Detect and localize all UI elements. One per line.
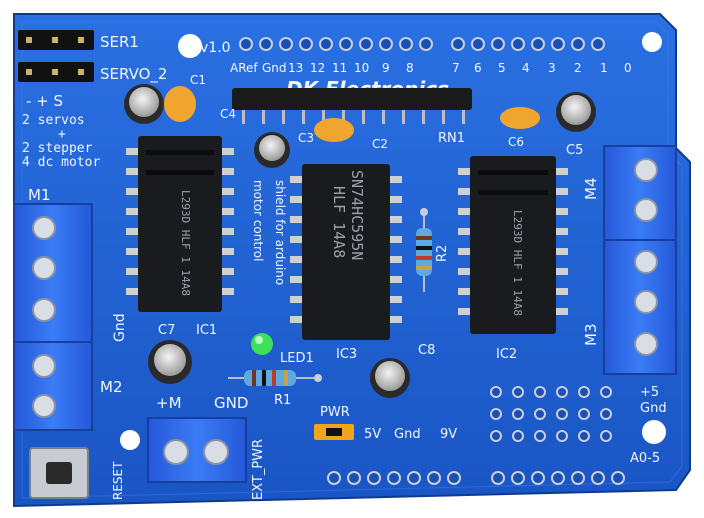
ic2-l293d: L293D HLF 1 14A8 [458,156,568,334]
plus-m-label: +M [156,394,182,412]
terminal-block-power[interactable] [147,417,247,483]
pin-label: 3 [548,61,556,75]
ic3-marking-line2: HLF 14A8 [330,186,348,258]
r2-label: R2 [435,245,450,262]
ceramic-capacitor [314,118,354,142]
electrolytic-capacitor [370,358,410,398]
gnd-terminal-label: GND [214,394,248,412]
analog-pad-grid[interactable] [490,386,612,442]
9v-label: 9V [440,427,457,442]
digital-header-pads[interactable] [239,37,605,51]
pin-label: 2 [574,61,582,75]
resistor-r1 [228,370,322,386]
tagline-shield-arduino: shield for arduino [273,180,287,285]
note-dc: 4 dc motor [22,155,100,170]
ic3-label: IC3 [336,347,357,362]
c7-label: C7 [158,323,175,338]
led1 [251,333,273,355]
ic3-marking-line1: SN74HC595N [348,170,366,260]
aref-label: ARef [230,61,258,75]
pwr-label: PWR [320,405,350,420]
r1-label: R1 [274,393,291,408]
pin-label: 4 [522,61,530,75]
gnd-top-label: Gnd [262,61,287,75]
pin-label: 11 [332,61,347,75]
electrolytic-capacitor [556,92,596,132]
m3-label: M3 [582,324,600,347]
reset-button[interactable] [29,447,89,499]
ic3-sn74hc595n: SN74HC595N HLF 14A8 [290,164,402,340]
c8-label: C8 [418,343,435,358]
terminal-block-m4-m3[interactable] [603,145,677,375]
servo-pin-label: - + S [26,92,63,110]
terminal-block-m1-m2[interactable] [13,203,93,431]
pin-label: 12 [310,61,325,75]
c5-label: C5 [566,143,583,158]
ext-pwr-label: EXT_PWR [251,439,266,500]
note-servos: 2 servos [22,113,85,128]
ic1-label: IC1 [196,323,217,338]
resistor-r2 [416,208,432,292]
5v-label: 5V [364,427,381,442]
pin-label: 10 [354,61,369,75]
c3-label: C3 [298,131,314,145]
pin-label: 8 [406,61,414,75]
power-jumper[interactable] [314,424,354,440]
gnd-left-label: Gnd [112,313,128,342]
pin-label: 7 [452,61,460,75]
resistor-network-rn1 [232,88,472,124]
m4-label: M4 [582,178,600,201]
tagline-motor-control: motor control [251,180,265,261]
c6-label: C6 [508,135,524,149]
mounting-hole [120,430,140,450]
analog-label: A0-5 [630,451,660,466]
ser1-label: SER1 [100,33,139,51]
gnd-analog-label: Gnd [640,401,667,416]
c4-label: C4 [220,107,236,121]
servo2-label: SERVO_2 [100,65,167,84]
mounting-hole [642,420,666,444]
bottom-header-pads[interactable] [327,471,625,485]
plus5-label: +5 [640,385,659,400]
pin-label: 13 [288,61,303,75]
rn1-label: RN1 [438,131,465,146]
mounting-hole [642,32,662,52]
electrolytic-capacitor [148,340,192,384]
pin-label: 0 [624,61,632,75]
servo-headers[interactable] [18,30,94,82]
ic1-marking: L293D HLF 1 14A8 [179,190,192,296]
ic2-label: IC2 [496,347,517,362]
m2-label: M2 [100,378,123,396]
mounting-hole [178,34,202,58]
pin-label: 6 [474,61,482,75]
c1-label: C1 [190,73,206,87]
ic2-marking: L293D HLF 1 14A8 [511,210,524,316]
reset-label: RESET [111,461,125,500]
m1-label: M1 [28,186,51,204]
note-plus: + [58,127,66,142]
version-label: v1.0 [200,40,231,56]
pin-label: 1 [600,61,608,75]
pin-label: 5 [498,61,506,75]
ceramic-capacitor [500,107,540,129]
ceramic-capacitor [164,86,196,122]
pin-label: 9 [382,61,390,75]
ic1-l293d: L293D HLF 1 14A8 [126,136,234,312]
led1-label: LED1 [280,351,314,366]
electrolytic-capacitor [124,84,164,124]
note-stepper: 2 stepper [22,141,93,156]
c2-label: C2 [372,137,388,151]
gnd-power-label: Gnd [394,427,421,442]
electrolytic-capacitor [254,132,290,168]
